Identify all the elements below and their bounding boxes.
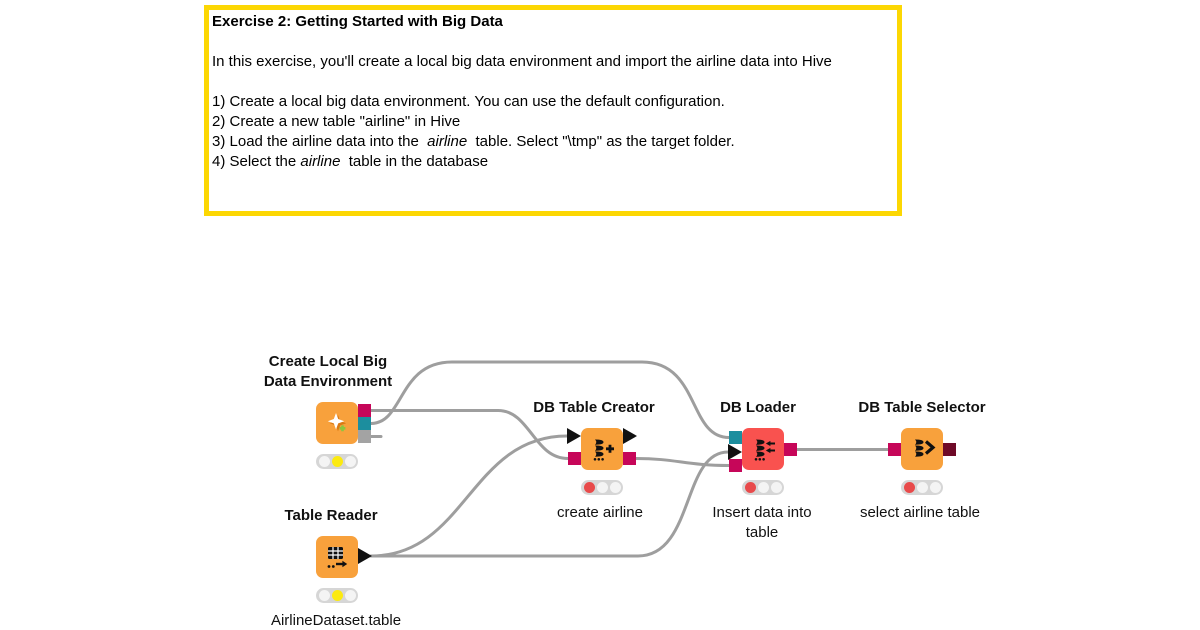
traffic-light-db-loader xyxy=(742,480,784,495)
node-db-table-creator[interactable] xyxy=(581,428,623,470)
status-light xyxy=(318,456,330,467)
port-create-local-big-data-environment-db-session-out[interactable] xyxy=(358,404,371,417)
annotation-line: 4) Select the airline table in the datab… xyxy=(212,153,489,170)
traffic-light-db-table-creator xyxy=(581,480,623,495)
annotation-line: In this exercise, you'll create a local … xyxy=(212,53,832,70)
annotation-line: 2) Create a new table "airline" in Hive xyxy=(212,113,461,130)
sparkle-plus-icon xyxy=(327,413,347,432)
node-db-loader[interactable] xyxy=(742,428,784,470)
status-light xyxy=(916,482,928,493)
status-light xyxy=(929,482,941,493)
node-annotation-db-table-creator: create airline xyxy=(557,504,643,521)
annotation-line: Exercise 2: Getting Started with Big Dat… xyxy=(212,13,503,30)
traffic-light-table-reader xyxy=(316,588,358,603)
status-light xyxy=(903,482,915,493)
port-db-table-creator-db-connection-in[interactable] xyxy=(568,452,581,465)
port-create-local-big-data-environment-spark-context-out[interactable] xyxy=(358,430,371,443)
node-name-create-local-big-data-environment: Create Local Big Data Environment xyxy=(263,353,393,390)
table-arrow-icon xyxy=(327,547,348,568)
status-light xyxy=(757,482,769,493)
port-db-loader-db-connection-in[interactable] xyxy=(729,459,742,472)
status-light xyxy=(583,482,595,493)
port-db-table-creator-data-table-in[interactable] xyxy=(567,428,581,444)
status-light xyxy=(331,456,343,467)
connection-reader-to-loader[interactable] xyxy=(369,450,730,558)
port-create-local-big-data-environment-file-system-out[interactable] xyxy=(358,417,371,430)
port-table-reader-data-table-out[interactable] xyxy=(358,548,372,564)
status-light xyxy=(344,590,356,601)
port-db-table-creator-data-table-out[interactable] xyxy=(623,428,637,444)
status-light xyxy=(596,482,608,493)
node-name-db-table-selector: DB Table Selector xyxy=(858,399,986,416)
node-annotation-table-reader: AirlineDataset.table xyxy=(270,612,402,629)
node-name-db-table-creator: DB Table Creator xyxy=(533,399,655,416)
node-annotation-db-table-selector: select airline table xyxy=(859,504,981,521)
database-load-icon xyxy=(754,439,775,461)
traffic-light-db-table-selector xyxy=(901,480,943,495)
node-create-local-big-data-environment[interactable] xyxy=(316,402,358,444)
node-db-table-selector[interactable] xyxy=(901,428,943,470)
status-light xyxy=(609,482,621,493)
node-table-reader[interactable] xyxy=(316,536,358,578)
port-db-loader-file-system-in[interactable] xyxy=(729,431,742,444)
status-light xyxy=(770,482,782,493)
annotation-line: 1) Create a local big data environment. … xyxy=(212,93,725,110)
port-db-table-selector-db-data-out[interactable] xyxy=(943,443,956,456)
status-light xyxy=(744,482,756,493)
database-plus-icon xyxy=(593,439,614,461)
workflow-annotation-box[interactable]: Exercise 2: Getting Started with Big Dat… xyxy=(204,5,902,216)
traffic-light-create-local-big-data-environment xyxy=(316,454,358,469)
status-light xyxy=(344,456,356,467)
connection-reader-to-creator[interactable] xyxy=(369,434,569,558)
connection-create-fs-to-loader[interactable] xyxy=(369,360,731,439)
port-db-loader-db-data-out[interactable] xyxy=(784,443,797,456)
connection-create-db-to-creator[interactable] xyxy=(369,409,570,460)
node-name-db-loader: DB Loader xyxy=(720,399,796,416)
port-db-table-creator-db-connection-out[interactable] xyxy=(623,452,636,465)
database-select-icon xyxy=(915,439,936,457)
annotation-line: 3) Load the airline data into the airlin… xyxy=(212,133,735,150)
connection-creator-to-loader[interactable] xyxy=(634,457,731,467)
status-light xyxy=(331,590,343,601)
status-light xyxy=(318,590,330,601)
node-name-table-reader: Table Reader xyxy=(284,507,378,524)
node-annotation-db-loader: Insert data into table xyxy=(712,504,812,541)
port-db-loader-data-table-in[interactable] xyxy=(728,444,742,460)
port-db-table-selector-db-connection-in[interactable] xyxy=(888,443,901,456)
